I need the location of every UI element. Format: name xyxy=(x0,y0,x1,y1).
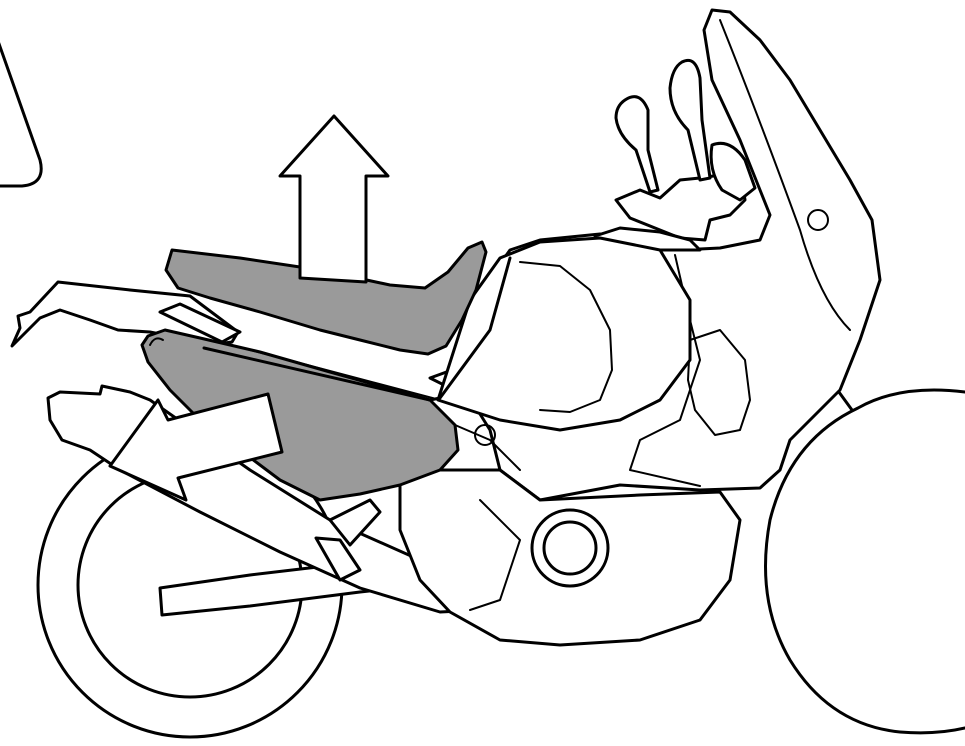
crankcase xyxy=(400,470,740,645)
front-wheel xyxy=(766,388,965,733)
arrow-up-icon xyxy=(280,116,388,282)
warning-triangle-icon xyxy=(0,0,41,186)
